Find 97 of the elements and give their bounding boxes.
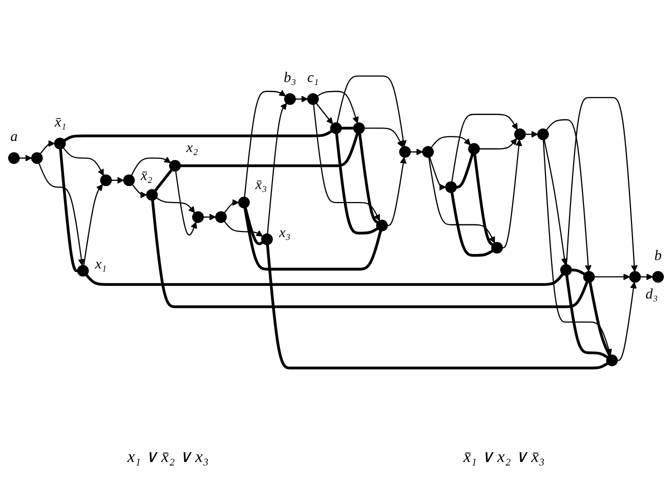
vertex-dot bbox=[606, 354, 618, 366]
edge-line bbox=[450, 192, 494, 257]
arrow bbox=[525, 130, 538, 138]
arrow bbox=[111, 176, 124, 184]
arrow bbox=[640, 273, 653, 280]
arrow bbox=[40, 140, 55, 154]
vertex-dot bbox=[537, 128, 549, 140]
vertex-dot bbox=[261, 234, 273, 246]
edge-line bbox=[154, 169, 173, 192]
edge-line bbox=[266, 244, 608, 370]
arrow bbox=[266, 102, 287, 234]
arrow bbox=[224, 199, 239, 214]
vertex-dot bbox=[8, 152, 20, 164]
vertex-label: x̄₃ bbox=[255, 176, 267, 193]
arrow bbox=[38, 162, 85, 266]
vertex-dot bbox=[560, 264, 572, 276]
vertex-dot bbox=[491, 242, 503, 254]
vertex-dot bbox=[284, 93, 296, 105]
edge-line bbox=[358, 133, 378, 224]
vertex-dot bbox=[31, 152, 43, 164]
edge-line bbox=[341, 126, 354, 130]
arrow bbox=[430, 136, 471, 148]
vertex-dot bbox=[169, 160, 181, 172]
edge-line bbox=[456, 154, 474, 189]
vertex-label: x₁ bbox=[95, 256, 107, 273]
vertex-dot bbox=[629, 271, 641, 283]
edge-line bbox=[180, 132, 359, 168]
vertex-dot bbox=[514, 128, 526, 140]
arrow bbox=[387, 156, 407, 226]
vertex-dot bbox=[399, 146, 411, 158]
arrow bbox=[546, 119, 592, 272]
vertex-dot bbox=[422, 146, 434, 158]
vertex-label: c₁ bbox=[307, 70, 319, 86]
arrow bbox=[542, 140, 612, 356]
vertex-dot bbox=[652, 271, 664, 283]
arrow bbox=[203, 214, 216, 220]
vertex-dot bbox=[583, 271, 595, 283]
vertex-label: b bbox=[654, 248, 662, 264]
vertex-dot bbox=[238, 196, 250, 208]
edge-line bbox=[244, 207, 264, 246]
arrow bbox=[62, 147, 104, 176]
arrow bbox=[410, 148, 423, 156]
edge-line bbox=[151, 200, 588, 308]
arrow bbox=[224, 220, 263, 237]
vertex-label: x̄₁ bbox=[54, 114, 66, 130]
edge-line bbox=[85, 273, 564, 286]
arrow bbox=[544, 139, 568, 265]
arrow bbox=[132, 184, 147, 198]
vertex-label: d₃ bbox=[646, 286, 658, 302]
arrow bbox=[502, 139, 522, 248]
edge-line bbox=[588, 282, 611, 356]
edge-line bbox=[244, 208, 382, 271]
vertex-dot bbox=[468, 143, 480, 155]
arrow bbox=[83, 184, 103, 266]
vertex-label: x₃ bbox=[279, 225, 291, 242]
arrow bbox=[364, 128, 404, 148]
edge-line bbox=[64, 130, 332, 142]
formula-label: x̄₁ ∨ x₂ ∨ x̄₃ bbox=[463, 446, 545, 467]
vertex-dot bbox=[77, 264, 89, 276]
vertex-dot bbox=[54, 138, 66, 150]
vertex-label: a bbox=[10, 129, 18, 145]
arrow bbox=[617, 282, 637, 361]
arrow bbox=[566, 96, 638, 272]
edge-line bbox=[335, 133, 378, 235]
vertex-dot bbox=[376, 220, 388, 232]
formula-label: x₁ ∨ x̄₂ ∨ x₃ bbox=[127, 446, 209, 467]
arrow bbox=[19, 154, 32, 162]
arrow bbox=[429, 156, 446, 191]
arrow bbox=[156, 197, 195, 214]
vertex-dot bbox=[445, 181, 457, 193]
edge-line bbox=[571, 268, 586, 276]
edge-line bbox=[473, 154, 494, 246]
arrow bbox=[479, 138, 517, 150]
arrow bbox=[451, 114, 518, 182]
vertex-dot bbox=[307, 93, 319, 105]
arrow bbox=[428, 157, 495, 244]
vertex-label: x̄₂ bbox=[140, 168, 152, 184]
arrow bbox=[594, 273, 630, 280]
vertex-label: x₂ bbox=[186, 140, 198, 156]
edge-line bbox=[59, 148, 78, 272]
vertex-dot bbox=[123, 174, 135, 186]
arrow bbox=[244, 90, 286, 198]
arrow bbox=[316, 102, 333, 124]
vertex-dot bbox=[215, 211, 227, 223]
arrow bbox=[336, 75, 407, 147]
edge-line bbox=[565, 275, 608, 359]
vertex-dot bbox=[146, 189, 158, 201]
arrow bbox=[317, 90, 359, 124]
vertex-dot bbox=[192, 211, 204, 223]
arrow bbox=[130, 156, 171, 176]
vertex-dot bbox=[353, 122, 365, 134]
vertex-dot bbox=[330, 122, 342, 134]
vertex-label: b₃ bbox=[284, 70, 296, 86]
vertex-dot bbox=[100, 174, 112, 186]
arrow bbox=[175, 170, 198, 236]
arrow bbox=[295, 96, 308, 102]
arrow bbox=[313, 104, 380, 222]
